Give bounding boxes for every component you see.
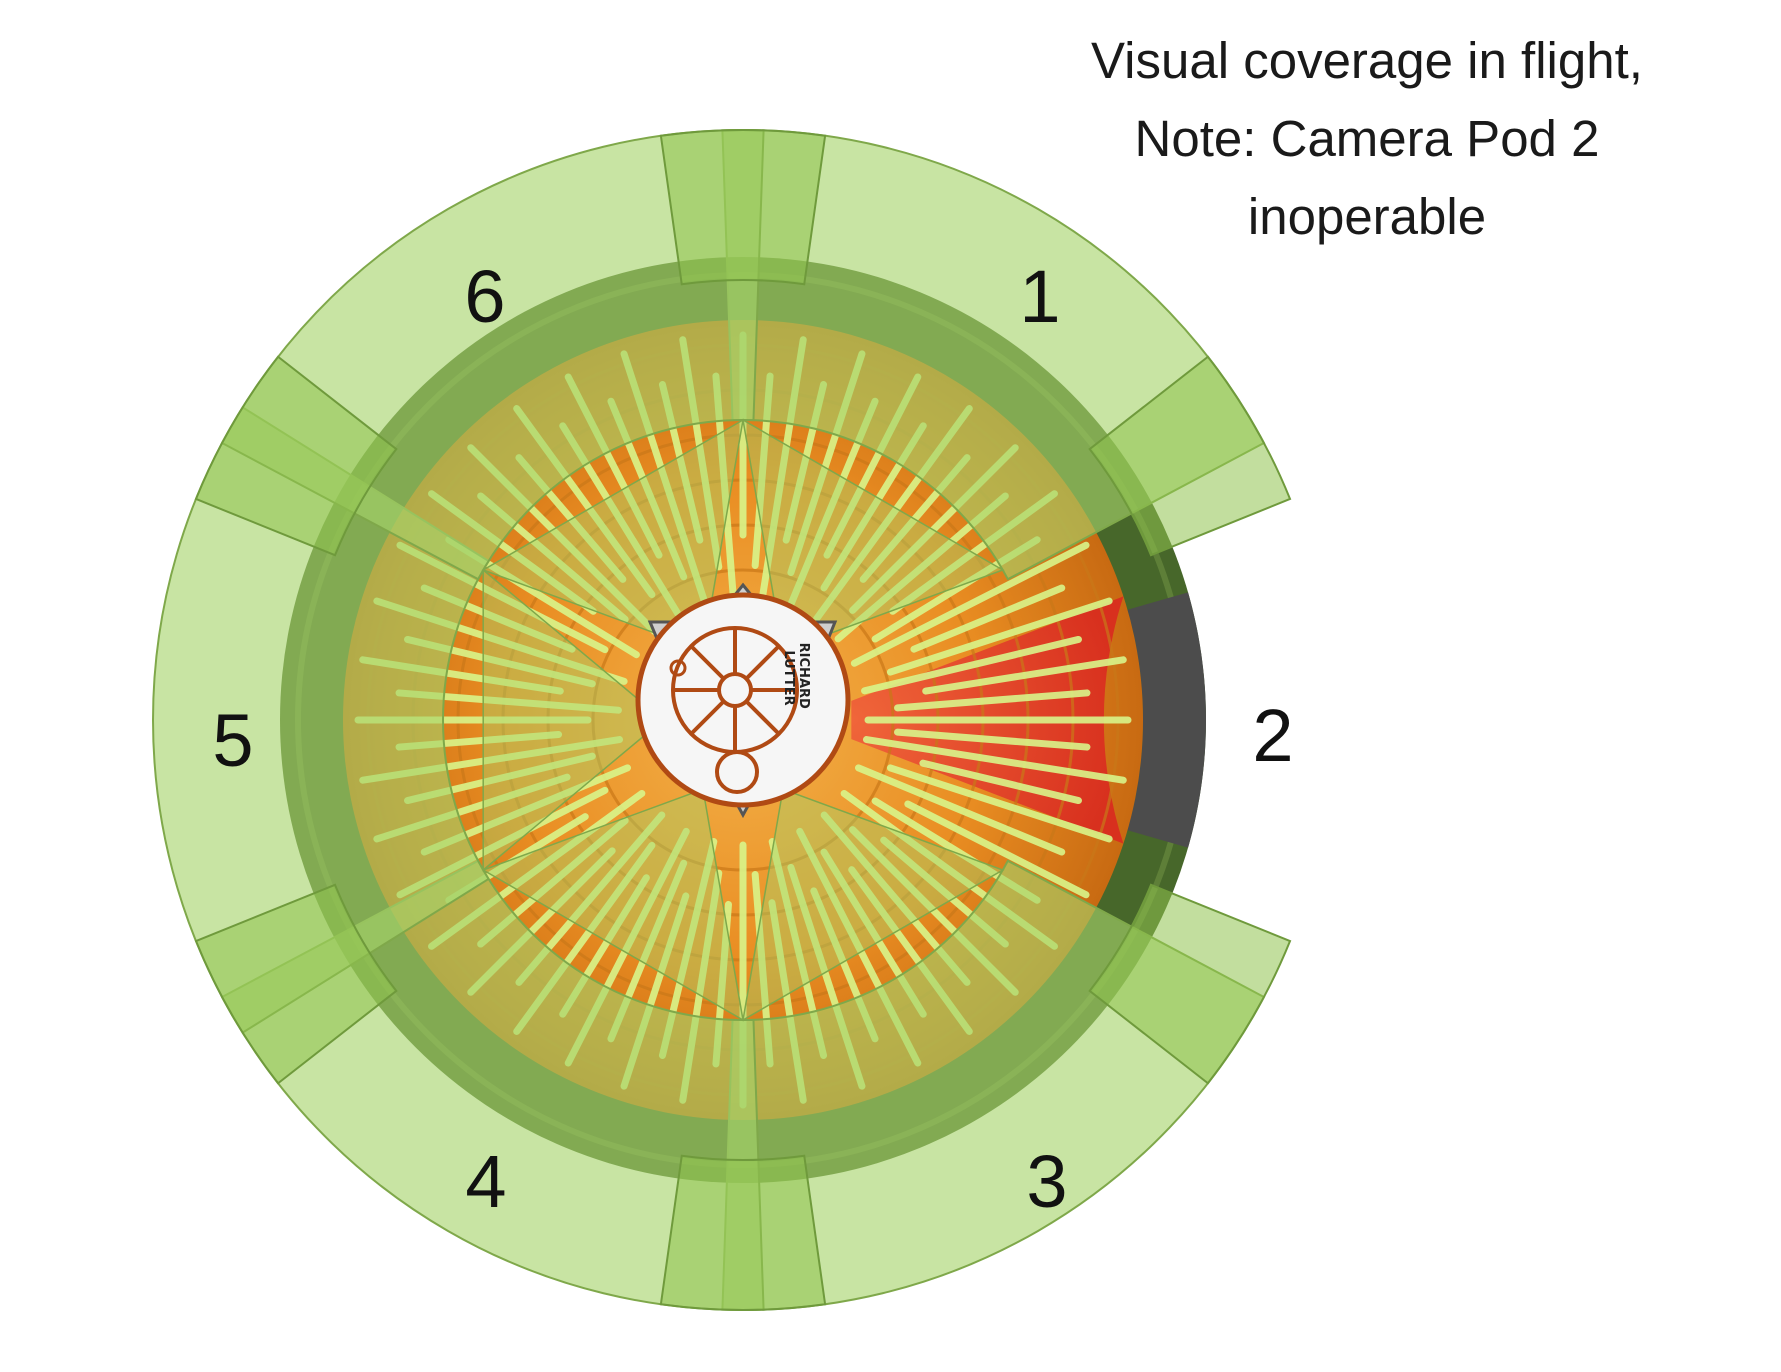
pod-label-4: 4 (465, 1140, 506, 1223)
pod-label-3: 3 (1026, 1140, 1067, 1223)
suspension-line (862, 736, 1127, 784)
coverage-wedge (741, 788, 1005, 1022)
coverage-overlap (659, 1154, 827, 1311)
pod-label-5: 5 (212, 699, 253, 782)
pod-labels: 1 2 3 4 5 6 (212, 255, 1293, 1223)
caption-line-2: Note: Camera Pod 2 (1135, 110, 1600, 167)
suspension-line (861, 635, 1082, 695)
hub-badge-line-2: LUTTER (781, 650, 796, 705)
coverage-zone-pod-5 (152, 405, 665, 1035)
coverage-overlap (194, 355, 398, 557)
suspension-line (854, 764, 1066, 856)
suspension-line (910, 584, 1066, 653)
caption: Visual coverage in flight, Note: Camera … (1091, 32, 1643, 245)
hub-port (715, 750, 759, 794)
camera-coverage-zones (152, 129, 1292, 1311)
hub-badge-line-1: RICHARD (796, 643, 811, 709)
suspension-line (919, 759, 1082, 805)
suspension-line (922, 656, 1127, 695)
hub-badge: RICHARD LUTTER (781, 643, 811, 714)
coverage-wedge (741, 418, 1005, 652)
hub-plate (635, 592, 851, 808)
coverage-overlap (659, 129, 827, 286)
coverage-wedge (482, 568, 665, 872)
hub-spokes (673, 628, 797, 752)
pod-label-2: 2 (1252, 694, 1293, 777)
suspension-line (850, 541, 1090, 667)
suspension-line (886, 597, 1113, 676)
pod-label-1: 1 (1019, 255, 1060, 338)
coverage-wedge (481, 788, 745, 1022)
suspension-line (894, 689, 1091, 712)
pod-label-6: 6 (464, 255, 505, 338)
suspension-line (886, 764, 1113, 843)
coverage-overlap (1088, 355, 1292, 557)
inoperable-ring-segment (1127, 592, 1206, 848)
payload-hub: RICHARD LUTTER (635, 582, 851, 819)
suspension-line (894, 728, 1091, 751)
caption-line-3: inoperable (1248, 188, 1486, 245)
coverage-wedge (481, 418, 745, 652)
hub-small-port (669, 659, 687, 677)
coverage-overlap (194, 883, 398, 1085)
coverage-overlap (1088, 883, 1292, 1085)
suspension-line (904, 800, 1090, 899)
caption-line-1: Visual coverage in flight, (1091, 32, 1643, 89)
